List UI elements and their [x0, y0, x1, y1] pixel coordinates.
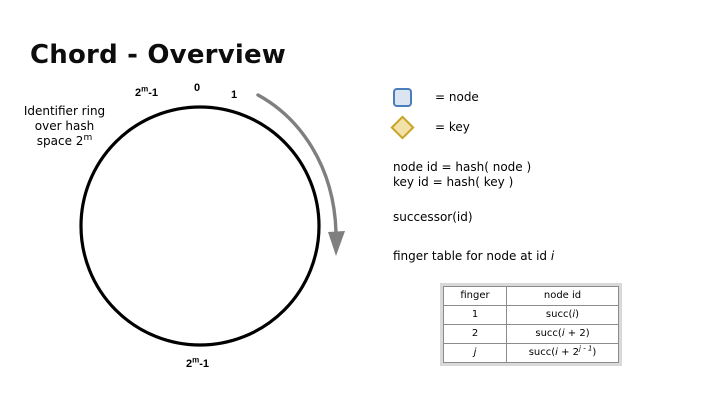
cell-j-finger-var: j: [473, 347, 477, 358]
table-header-finger: finger: [443, 286, 507, 306]
legend: = node = key: [390, 82, 623, 142]
note-finger-table-caption-var: i: [550, 249, 555, 263]
note-successor: successor(id): [393, 210, 473, 224]
identifier-ring-circle: [79, 105, 321, 347]
cell-2-var: i: [561, 328, 565, 339]
cell-2-suffix: + 2): [564, 328, 590, 339]
table-header-node-id: node id: [506, 286, 619, 306]
page-title: Chord - Overview: [30, 40, 287, 70]
note-finger-table-caption-text: finger table for node at id: [393, 249, 551, 263]
cell-2-prefix: succ(: [535, 328, 562, 339]
cell-1-var: i: [572, 309, 576, 320]
table-header-row: finger node id: [443, 286, 619, 306]
node-square-icon: [393, 85, 423, 109]
ring-label-top-left-sup: m: [141, 84, 149, 94]
cell-j-var: i: [555, 347, 558, 358]
table-row: j succ(i + 2j - 1): [443, 343, 619, 363]
ring-label-one: 1: [231, 89, 238, 101]
identifier-ring-diagram: [79, 93, 345, 347]
legend-item-key: = key: [390, 112, 623, 142]
note-finger-table-caption: finger table for node at id i: [393, 249, 554, 264]
ring-label-2m-minus-1-top: 2m-1: [135, 85, 159, 99]
table-cell-node-id-1: succ(i): [506, 305, 619, 325]
cell-1-prefix: succ(: [545, 309, 573, 320]
table-cell-finger-1: 1: [443, 305, 507, 325]
clockwise-arrow-head: [328, 231, 345, 256]
table-cell-node-id-j: succ(i + 2j - 1): [506, 343, 619, 363]
note-node-id: node id = hash( node ): [393, 160, 532, 174]
cell-j-suffix: + 2: [557, 347, 580, 358]
ring-label-top-left-suffix: -1: [148, 87, 159, 99]
ring-caption-line-3-sup: m: [83, 133, 93, 143]
ring-label-bottom-base: 2: [186, 358, 193, 370]
ring-label-zero: 0: [194, 82, 201, 94]
ring-label-bottom-sup: m: [192, 355, 200, 365]
clockwise-arrow-path: [256, 93, 338, 234]
cell-j-prefix: succ(: [528, 347, 556, 358]
table-row: 1 succ(i): [443, 305, 619, 325]
table-cell-finger-j: j: [443, 343, 507, 363]
cell-j-sup: j - 1: [579, 344, 593, 353]
legend-item-key-label: = key: [435, 120, 470, 134]
cell-j-tail: ): [592, 347, 597, 358]
table-cell-node-id-2: succ(i + 2): [506, 324, 619, 344]
finger-table: finger node id 1 succ(i) 2 succ(i + 2) j…: [440, 283, 622, 366]
cell-1-suffix: ): [575, 309, 580, 320]
ring-caption-line-1: Identifier ring: [23, 104, 106, 118]
note-key-id: key id = hash( key ): [393, 175, 514, 189]
ring-label-top-left-base: 2: [135, 87, 142, 99]
ring-caption-line-2: over hash: [34, 119, 95, 133]
key-diamond-icon: [390, 114, 423, 140]
ring-caption-line-3-text: space 2: [36, 134, 84, 148]
table-cell-finger-2: 2: [443, 324, 507, 344]
ring-caption-line-3: space 2m: [12, 134, 117, 149]
legend-item-node-label: = node: [435, 90, 479, 104]
ring-label-bottom-suffix: -1: [199, 358, 210, 370]
table-row: 2 succ(i + 2): [443, 324, 619, 344]
ring-caption: Identifier ring over hash space 2m: [12, 104, 117, 149]
ring-label-2m-minus-1-bottom: 2m-1: [186, 356, 210, 370]
legend-item-node: = node: [393, 82, 623, 112]
